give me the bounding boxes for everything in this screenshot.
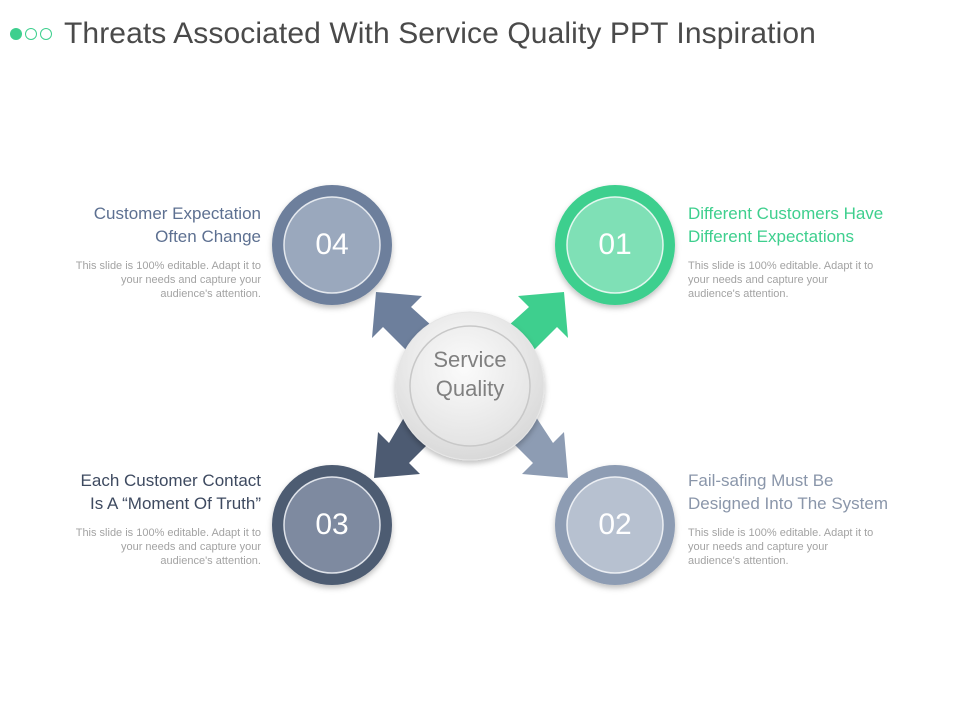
- heading-line: Different Customers Have: [688, 204, 884, 223]
- title-dots-icon: [10, 28, 52, 40]
- center-label: Service Quality: [410, 345, 530, 403]
- dot-hollow-icon: [40, 28, 52, 40]
- description-item-4: This slide is 100% editable. Adapt it to…: [21, 259, 261, 301]
- description-line: your needs and capture your: [688, 541, 829, 553]
- number-item-1: 01: [598, 228, 632, 261]
- dot-hollow-icon: [25, 28, 37, 40]
- description-line: your needs and capture your: [120, 274, 261, 286]
- heading-line: Each Customer Contact: [80, 471, 261, 490]
- heading-line: Designed Into The System: [688, 494, 889, 513]
- heading-item-1: Different Customers Have Different Expec…: [688, 202, 928, 248]
- description-line: audience's attention.: [688, 288, 789, 300]
- description-line: audience's attention.: [160, 288, 261, 300]
- heading-item-3: Each Customer Contact Is A “Moment Of Tr…: [21, 469, 261, 515]
- heading-line: Often Change: [155, 227, 261, 246]
- description-line: This slide is 100% editable. Adapt it to: [688, 260, 874, 272]
- circle-item-3: [272, 465, 392, 585]
- description-item-3: This slide is 100% editable. Adapt it to…: [21, 526, 261, 568]
- center-circle: [395, 311, 545, 461]
- slide-title: Threats Associated With Service Quality …: [64, 17, 816, 50]
- number-item-3: 03: [315, 508, 349, 541]
- description-item-2: This slide is 100% editable. Adapt it to…: [688, 526, 928, 568]
- circle-item-2: [555, 465, 675, 585]
- heading-line: Different Expectations: [688, 227, 854, 246]
- number-item-4: 04: [315, 228, 349, 261]
- description-line: This slide is 100% editable. Adapt it to: [75, 260, 261, 272]
- description-line: your needs and capture your: [120, 541, 261, 553]
- title-bar: Threats Associated With Service Quality …: [10, 14, 816, 54]
- dot-filled-icon: [10, 28, 22, 40]
- heading-item-2: Fail-safing Must Be Designed Into The Sy…: [688, 469, 928, 515]
- heading-line: Customer Expectation: [93, 204, 261, 223]
- circle-item-1: [555, 185, 675, 305]
- text-block-item-1: Different Customers Have Different Expec…: [688, 202, 928, 301]
- center-label-line2: Quality: [435, 376, 505, 401]
- description-line: This slide is 100% editable. Adapt it to: [688, 527, 874, 539]
- heading-item-4: Customer Expectation Often Change: [21, 202, 261, 248]
- circle-item-4: [272, 185, 392, 305]
- heading-line: Is A “Moment Of Truth”: [90, 494, 261, 513]
- text-block-item-3: Each Customer Contact Is A “Moment Of Tr…: [21, 469, 261, 568]
- text-block-item-2: Fail-safing Must Be Designed Into The Sy…: [688, 469, 928, 568]
- description-line: This slide is 100% editable. Adapt it to: [75, 527, 261, 539]
- text-block-item-4: Customer Expectation Often Change This s…: [21, 202, 261, 301]
- description-line: audience's attention.: [688, 555, 789, 567]
- description-line: audience's attention.: [160, 555, 261, 567]
- heading-line: Fail-safing Must Be: [688, 471, 834, 490]
- number-item-2: 02: [598, 508, 632, 541]
- center-label-line1: Service: [433, 347, 507, 372]
- description-line: your needs and capture your: [688, 274, 829, 286]
- description-item-1: This slide is 100% editable. Adapt it to…: [688, 259, 928, 301]
